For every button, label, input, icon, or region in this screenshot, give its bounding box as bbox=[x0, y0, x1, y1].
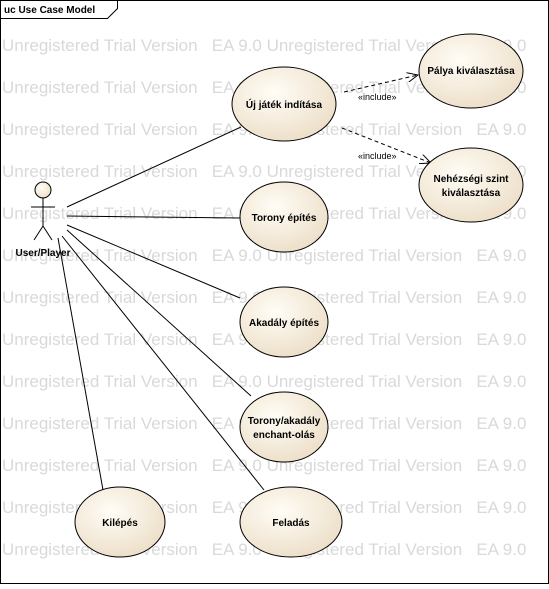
frame-tab bbox=[0, 0, 118, 19]
use-case-label: Új játék indítása bbox=[246, 98, 323, 111]
use-case-akadaly[interactable]: Akadály építés bbox=[239, 286, 329, 358]
use-case-shape bbox=[231, 66, 337, 142]
use-case-shape bbox=[239, 486, 343, 558]
use-case-shape bbox=[418, 33, 524, 109]
actor-label: User/Player bbox=[15, 248, 70, 259]
associations bbox=[57, 126, 265, 491]
use-case-shape bbox=[74, 486, 166, 558]
actor-head bbox=[34, 181, 52, 199]
include-relations bbox=[341, 75, 431, 163]
use-case-nehezseg[interactable]: Nehézségi szint kiválasztása bbox=[418, 147, 524, 223]
association-enchant bbox=[66, 229, 252, 397]
use-case-label: Kilépés bbox=[102, 518, 138, 529]
use-case-label: Feladás bbox=[272, 518, 310, 529]
use-case-label-line2: enchant-olás bbox=[253, 430, 315, 441]
watermark-text: Unregistered Trial Version EA 9.0 Unregi… bbox=[2, 456, 526, 475]
use-case-label: Akadály építés bbox=[249, 318, 319, 329]
use-case-shape bbox=[239, 391, 329, 463]
association-feladas bbox=[61, 235, 265, 491]
use-case-label: Pálya kiválasztása bbox=[427, 66, 515, 77]
watermark-text: Unregistered Trial Version EA 9.0 Unregi… bbox=[2, 246, 526, 265]
include-label-nehezseg: «include» bbox=[358, 151, 397, 161]
frame-title: uc Use Case Model bbox=[4, 5, 95, 16]
association-akadaly bbox=[66, 224, 241, 299]
actor-user-player[interactable] bbox=[31, 181, 55, 241]
use-case-label: Torony építés bbox=[252, 213, 317, 224]
use-case-label-line1: Torony/akadály bbox=[248, 416, 321, 427]
use-case-shape bbox=[239, 181, 329, 253]
include-label-palya: «include» bbox=[358, 92, 397, 102]
actor-right-leg bbox=[42, 225, 53, 241]
actor-left-leg bbox=[33, 225, 44, 241]
association-uj-jatek bbox=[66, 126, 242, 208]
use-case-shape bbox=[239, 286, 329, 358]
use-cases: Új játék indítása Pálya kiválasztása Neh… bbox=[74, 33, 524, 558]
association-kilepes bbox=[57, 237, 104, 491]
use-case-uj-jatek[interactable]: Új játék indítása bbox=[231, 66, 337, 142]
watermark-text: Unregistered Trial Version EA 9.0 Unregi… bbox=[2, 36, 526, 55]
use-case-torony[interactable]: Torony építés bbox=[239, 181, 329, 253]
use-case-kilepes[interactable]: Kilépés bbox=[74, 486, 166, 558]
use-case-shape bbox=[418, 147, 524, 223]
use-case-label-line2: kiválasztása bbox=[442, 188, 501, 199]
use-case-palya[interactable]: Pálya kiválasztása bbox=[418, 33, 524, 109]
include-arrow-palya bbox=[343, 75, 418, 93]
use-case-enchant[interactable]: Torony/akadály enchant-olás bbox=[239, 391, 329, 463]
watermark-text: Unregistered Trial Version EA 9.0 Unregi… bbox=[2, 372, 526, 391]
use-case-feladas[interactable]: Feladás bbox=[239, 486, 343, 558]
include-arrow-nehezseg bbox=[341, 127, 431, 163]
association-torony bbox=[66, 215, 241, 219]
use-case-label-line1: Nehézségi szint bbox=[433, 174, 509, 185]
